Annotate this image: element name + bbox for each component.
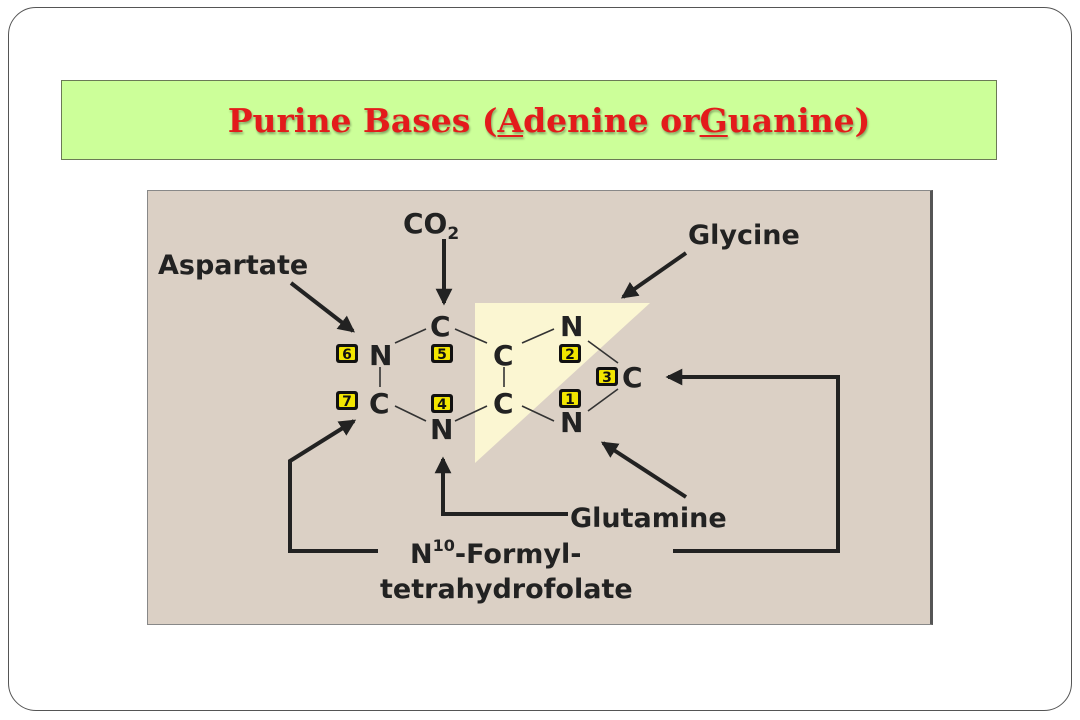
svg-text:7: 7 bbox=[342, 394, 352, 410]
badge-1: 1 bbox=[559, 389, 581, 408]
purine-diagram-svg: CO2 Glycine Aspartate Glutamine N10-Form… bbox=[158, 207, 840, 605]
glycine-label: Glycine bbox=[688, 220, 800, 251]
atom-n6: N bbox=[369, 339, 392, 372]
badge-4: 4 bbox=[431, 394, 453, 413]
svg-text:2: 2 bbox=[565, 347, 575, 363]
badge-2: 2 bbox=[559, 344, 581, 363]
purine-synthesis-diagram: CO2 Glycine Aspartate Glutamine N10-Form… bbox=[147, 190, 933, 625]
badge-6: 6 bbox=[336, 344, 358, 363]
glutamine-arrow-n1 bbox=[600, 441, 688, 499]
title-adenine-rest: denine or bbox=[523, 100, 700, 140]
formyl-arrow-c3 bbox=[665, 368, 840, 553]
title-guanine-initial: G bbox=[699, 100, 728, 140]
glutamine-label: Glutamine bbox=[570, 503, 727, 534]
svg-text:4: 4 bbox=[437, 397, 447, 413]
title-adenine-initial: A bbox=[497, 100, 524, 140]
arrows bbox=[288, 239, 840, 553]
title-guanine-rest: uanine) bbox=[727, 100, 871, 140]
atom-n2: N bbox=[560, 310, 583, 343]
svg-text:6: 6 bbox=[342, 347, 352, 363]
svg-text:5: 5 bbox=[437, 347, 447, 363]
formyl-label-line1: N10-Formyl- bbox=[410, 536, 582, 570]
aspartate-label: Aspartate bbox=[158, 250, 308, 281]
formyl-label-line2: tetrahydrofolate bbox=[380, 574, 633, 605]
badge-3: 3 bbox=[596, 367, 618, 386]
atom-c5-top: C bbox=[430, 310, 451, 343]
glycine-arrow bbox=[620, 251, 688, 299]
svg-text:1: 1 bbox=[565, 392, 575, 408]
formyl-arrow-c7 bbox=[288, 419, 378, 553]
co2-label: CO2 bbox=[403, 207, 459, 244]
atom-c7: C bbox=[369, 387, 390, 420]
badge-5: 5 bbox=[431, 344, 453, 363]
aspartate-arrow bbox=[289, 281, 355, 333]
atom-c-upper-mid: C bbox=[493, 339, 514, 372]
badge-7: 7 bbox=[336, 391, 358, 410]
ring-bonds bbox=[379, 328, 619, 422]
title-prefix: Purine Bases ( bbox=[227, 100, 498, 140]
atom-c3: C bbox=[622, 361, 643, 394]
atom-n1: N bbox=[560, 406, 583, 439]
svg-text:3: 3 bbox=[602, 370, 612, 386]
atom-c-lower-mid: C bbox=[493, 387, 514, 420]
glutamine-arrow-n4 bbox=[434, 456, 568, 516]
atom-n4: N bbox=[430, 413, 453, 446]
glycine-highlight-triangle bbox=[475, 303, 650, 463]
